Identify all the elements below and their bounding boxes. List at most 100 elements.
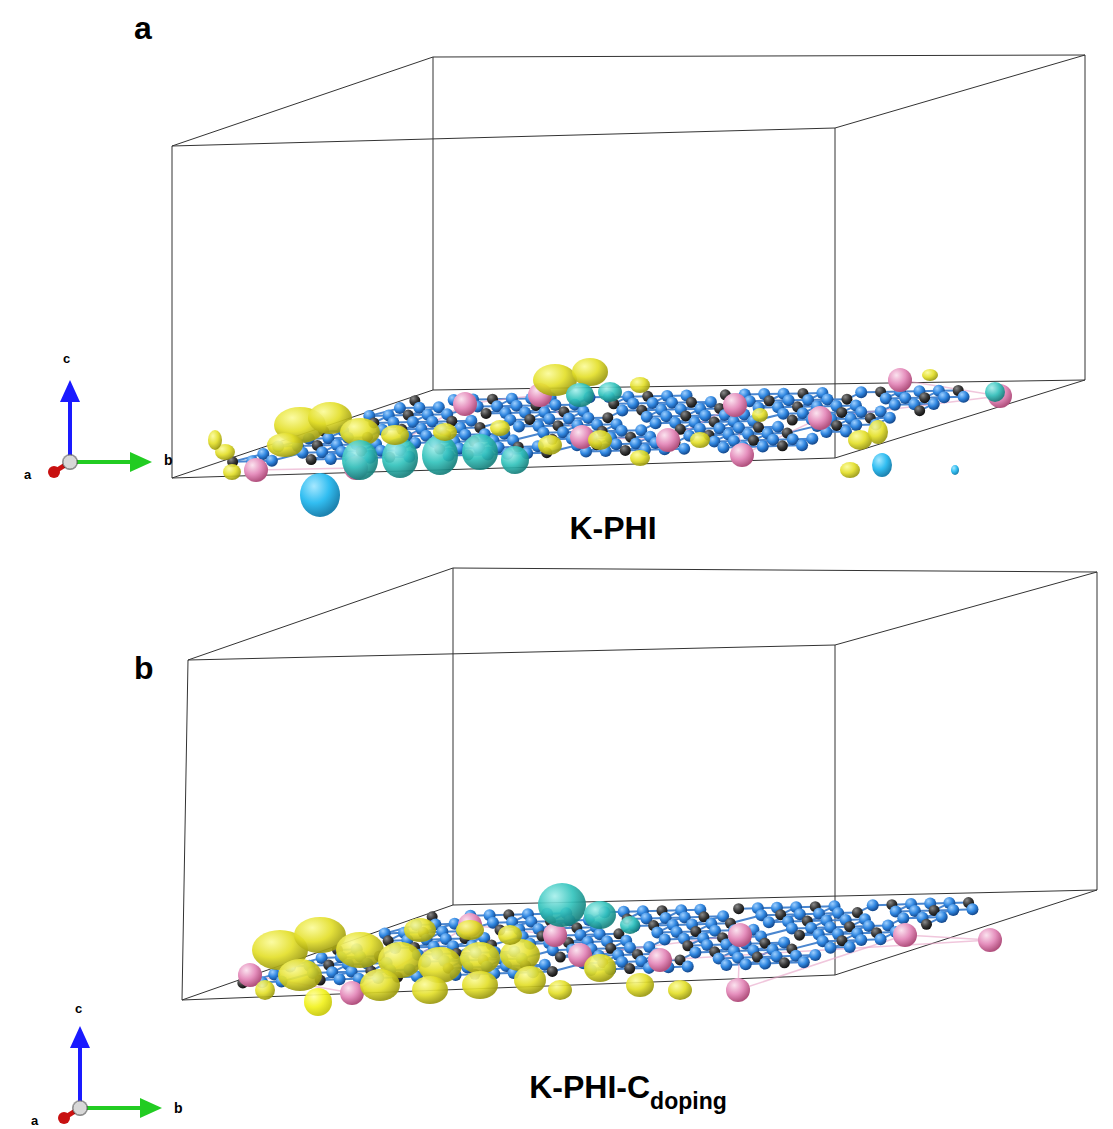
charge-isosurface (267, 433, 303, 457)
charge-isosurface (255, 980, 275, 1000)
unit-cell-edge (172, 146, 173, 478)
charge-isosurface (462, 434, 498, 470)
atom (659, 933, 671, 945)
unit-cell-edge (1085, 55, 1086, 380)
unit-cell-edge (835, 380, 1085, 458)
charge-isosurface (462, 971, 498, 999)
axis-origin (63, 455, 77, 469)
panel-letter: b (134, 652, 154, 684)
charge-isosurface (300, 473, 340, 517)
atom (824, 942, 836, 954)
atom (720, 959, 732, 971)
unit-cell-edge (835, 572, 1097, 645)
unit-cell-edge (172, 128, 835, 146)
panel-letter: a (134, 12, 152, 44)
potassium-atom (893, 923, 917, 947)
atom (867, 899, 879, 911)
charge-isosurface (422, 435, 458, 475)
charge-isosurface (922, 369, 938, 381)
charge-isosurface (584, 901, 616, 929)
atom (958, 391, 970, 403)
atom (306, 454, 317, 465)
axis-label: b (164, 453, 173, 467)
potassium-atom (723, 393, 747, 417)
atom (689, 946, 701, 958)
charge-isosurface (433, 423, 457, 441)
charge-isosurface (668, 980, 692, 1000)
atom (796, 439, 808, 451)
charge-isosurface (208, 430, 222, 450)
b-axis (70, 460, 132, 464)
potassium-atom (888, 368, 912, 392)
k-bond (905, 935, 990, 940)
k-bond (256, 468, 356, 470)
atom (928, 398, 940, 410)
unit-cell-edge (188, 568, 453, 660)
charge-isosurface (223, 464, 241, 480)
subscript: doping (650, 1090, 727, 1113)
axis-label: a (31, 1114, 38, 1127)
c-axis (68, 400, 72, 462)
potassium-atom (728, 923, 752, 947)
structure-name: K-PHI (569, 512, 656, 544)
charge-isosurface (304, 988, 332, 1016)
potassium-atom (453, 392, 477, 416)
unit-cell-edge (172, 57, 433, 146)
atom (947, 904, 959, 916)
unit-cell-edge (453, 568, 1097, 572)
a-arrowhead (48, 466, 60, 478)
atom (897, 912, 909, 924)
charge-isosurface (404, 918, 436, 942)
charge-isosurface (690, 432, 710, 448)
charge-isosurface (456, 920, 484, 940)
potassium-atom (656, 428, 680, 452)
atom (794, 930, 805, 941)
atom (855, 934, 867, 946)
atom (777, 440, 788, 451)
atom (966, 903, 978, 915)
charge-isosurface (501, 446, 529, 474)
atom (798, 956, 810, 968)
atom (875, 933, 887, 945)
atom (325, 453, 337, 465)
charge-isosurface (381, 425, 409, 445)
b-arrowhead (130, 452, 152, 472)
unit-cell-edge (835, 55, 1085, 128)
atom (779, 957, 790, 968)
charge-isosurface (630, 450, 650, 466)
potassium-atom (978, 928, 1002, 952)
atom (717, 442, 729, 454)
charge-isosurface (985, 382, 1005, 402)
unit-cell-edge (433, 55, 1085, 57)
atom (513, 421, 525, 433)
atom (678, 443, 690, 455)
charge-isosurface (490, 420, 510, 436)
axis-origin (73, 1101, 87, 1115)
axis-triad (58, 1026, 162, 1124)
structure-name: K-PHI-C (529, 1071, 650, 1103)
atom (763, 916, 775, 928)
charge-isosurface (360, 969, 400, 1001)
atom (547, 966, 558, 977)
unit-cell-edge (835, 890, 1097, 975)
unit-cell-edge (182, 905, 453, 1000)
atom (806, 433, 818, 445)
charge-isosurface (342, 440, 378, 480)
potassium-atom (726, 978, 750, 1002)
axis-origin (62, 454, 78, 470)
atom (889, 399, 901, 411)
charge-isosurface (572, 358, 608, 386)
charge-isosurface (460, 942, 500, 974)
atom (914, 405, 925, 416)
atom (757, 440, 769, 452)
potassium-atom (808, 406, 832, 430)
atom (759, 958, 771, 970)
atom (921, 919, 932, 930)
c-axis (78, 1046, 82, 1108)
charge-isosurface (868, 420, 888, 444)
atom (938, 391, 950, 403)
atom (884, 412, 896, 424)
charge-isosurface (620, 916, 640, 934)
charge-isosurface (498, 925, 522, 945)
